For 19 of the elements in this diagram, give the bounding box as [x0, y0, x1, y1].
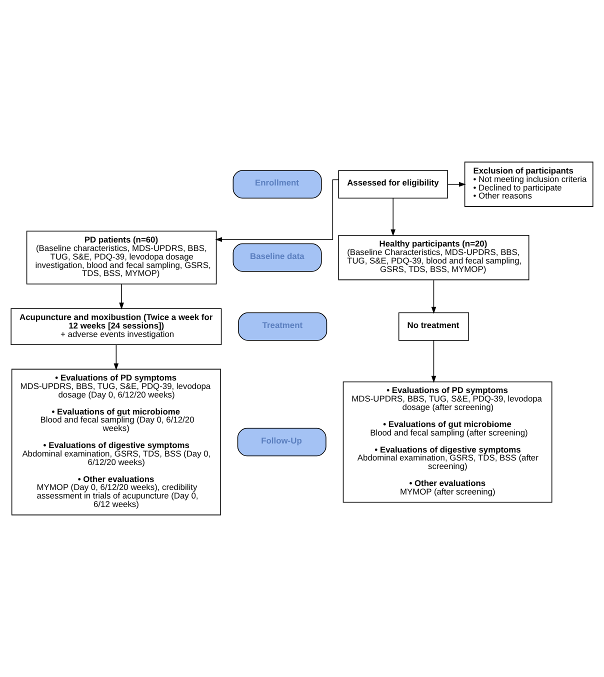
node-box: Treatment — [238, 312, 328, 341]
node-box: Baseline data — [232, 243, 322, 272]
arrow — [119, 284, 124, 310]
node-box: • Evaluations of PD symptoms MDS-UPDRS, BBS, TUG, S&E, PDQ-39, levodopa dosage (Day 0, 6/12/20 weeks) • Evaluations of gut microbiome Blood and fecal sampling (Day 0, 6/12/20 weeks) • Evaluations of digestive symptoms Abdominal examination, GSRS, TDS, BSS (Day 0, 6/12/20 weeks) • Other evaluations MYMOP (Day 0, 6/12/20 weeks), credibility assessment in trials of acupuncture (Day 0, 6/12 weeks) — [11, 368, 221, 516]
node-box: Exclusion of participants • Not meeting inclusion criteria • Declined to participate • Other reasons — [464, 162, 594, 207]
node-box: Healthy participants (n=20) (Baseline Characteristics, MDS-UPDRS, BBS, TUG, S&E, PDQ-39, blood and fecal sampling, GSRS, TDS, BSS, MYMOP) — [338, 234, 530, 280]
node-box: Assessed for eligibility — [338, 170, 448, 198]
arrow — [114, 344, 119, 370]
arrow — [390, 198, 396, 236]
node-box: • Evaluations of PD symptoms MDS-UPDRS, BBS, TUG, S&E, PDQ-39, levodopa dosage (after screening) • Evaluations of gut microbiome Blood and fecal sampling (after screening) • Evaluations of digestive symptoms Abdominal examination, GSRS, TDS, BSS (after screening) • Other evaluations MYMOP (after screening) — [342, 381, 552, 503]
node-box: PD patients (n=60) (Baseline characteristics, MDS-UPDRS, BBS, TUG, S&E, PDQ-39, levodopa dosage investigation, blood and fecal sampling, GSRS, TDS, BSS, MYMOP) — [26, 230, 217, 284]
node-box: No treatment — [398, 312, 470, 341]
arrow — [215, 179, 339, 242]
arrow — [447, 182, 466, 187]
node-box: Acupuncture and moxibustion (Twice a week for 12 weeks [24 sessions]) + adverse events investigation — [10, 308, 222, 346]
arrow — [431, 340, 436, 383]
arrow — [431, 280, 436, 314]
node-box: Enrollment — [232, 170, 322, 198]
node-box: Follow-Up — [237, 428, 326, 456]
